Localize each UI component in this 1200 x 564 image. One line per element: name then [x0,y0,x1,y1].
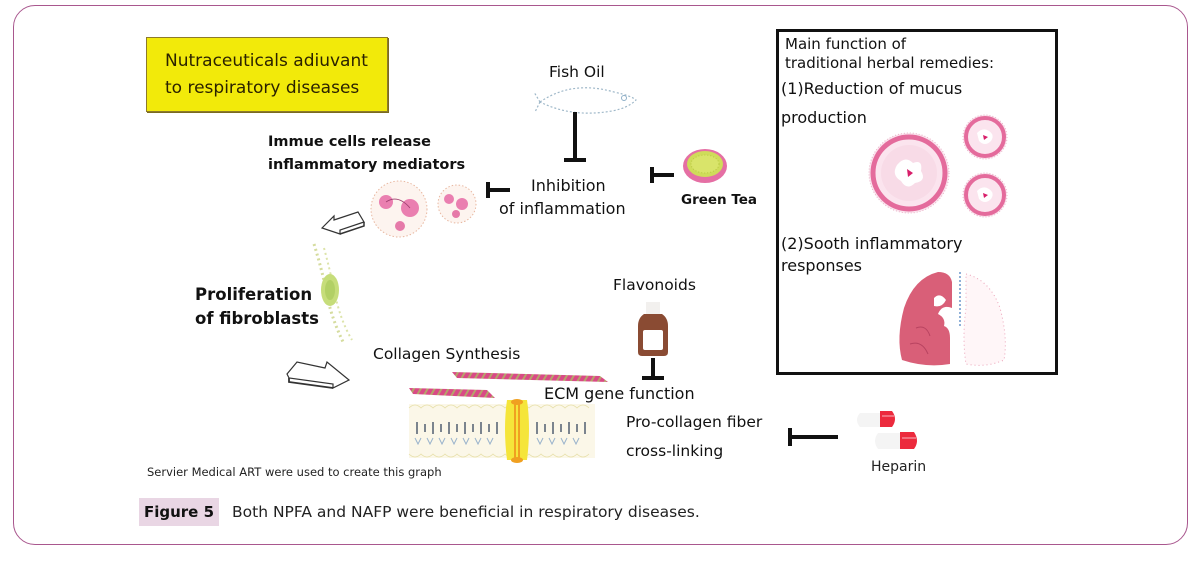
flavonoids-label: Flavonoids [613,276,696,294]
collagen-fiber-icon [409,372,608,398]
inhibition-label-2: of inflammation [499,199,626,218]
inhibition-label-1: Inhibition [531,176,606,195]
green-tea-bowl-icon [683,149,727,183]
block-arrow-icon [286,360,351,389]
herbal-remedies-box: Main function of traditional herbal reme… [776,29,1058,375]
title-box: Nutraceuticals adiuvant to respiratory d… [146,37,388,112]
herbal-heading-2: traditional herbal remedies: [785,54,995,72]
herbal-item-1-line-1: (1)Reduction of mucus [781,79,963,98]
herbal-item-1-line-2: production [781,108,867,127]
figure-frame [13,5,1188,545]
inhibition-bar-icon [486,182,510,198]
herbal-heading-1: Main function of [785,35,907,53]
fish-icon [533,87,637,114]
figure-label: Figure 5 [139,498,219,526]
credit-text: Servier Medical ART were used to create … [147,465,442,479]
figure-caption: Both NPFA and NAFP were beneficial in re… [232,503,700,521]
heparin-label: Heparin [871,459,927,475]
collagen-synthesis-label: Collagen Synthesis [373,345,521,363]
ecm-gene-label: ECM gene function [544,384,695,403]
immune-label-2: inflammatory mediators [268,157,466,173]
airway-cross-section-icon [868,114,1008,218]
immune-label-1: Immue cells release [268,134,431,150]
fish-oil-label: Fish Oil [549,63,605,81]
inhibition-bar-icon [642,358,664,380]
immune-cell-icon [370,180,477,238]
block-arrow-icon [320,211,365,235]
herbal-item-2-line-2: responses [781,256,863,275]
proliferation-label-1: Proliferation [195,285,313,304]
heparin-capsule-icon [857,411,917,449]
proliferation-label-2: of fibroblasts [195,309,319,328]
inhibition-bar-icon [788,428,838,446]
lungs-icon [899,272,1006,366]
inhibition-bar-icon [650,167,674,183]
cell-membrane-icon [408,399,595,463]
herbal-item-2-line-1: (2)Sooth inflammatory [781,234,963,253]
inhibition-bar-icon [564,112,586,162]
title-line-2: to respiratory diseases [165,77,360,98]
flavonoid-bottle-icon [638,302,668,356]
fibroblast-icon [312,243,353,345]
procollagen-label-1: Pro-collagen fiber [626,413,763,431]
procollagen-label-2: cross-linking [626,442,724,460]
green-tea-label: Green Tea [681,192,758,208]
title-line-1: Nutraceuticals adiuvant [165,50,368,71]
